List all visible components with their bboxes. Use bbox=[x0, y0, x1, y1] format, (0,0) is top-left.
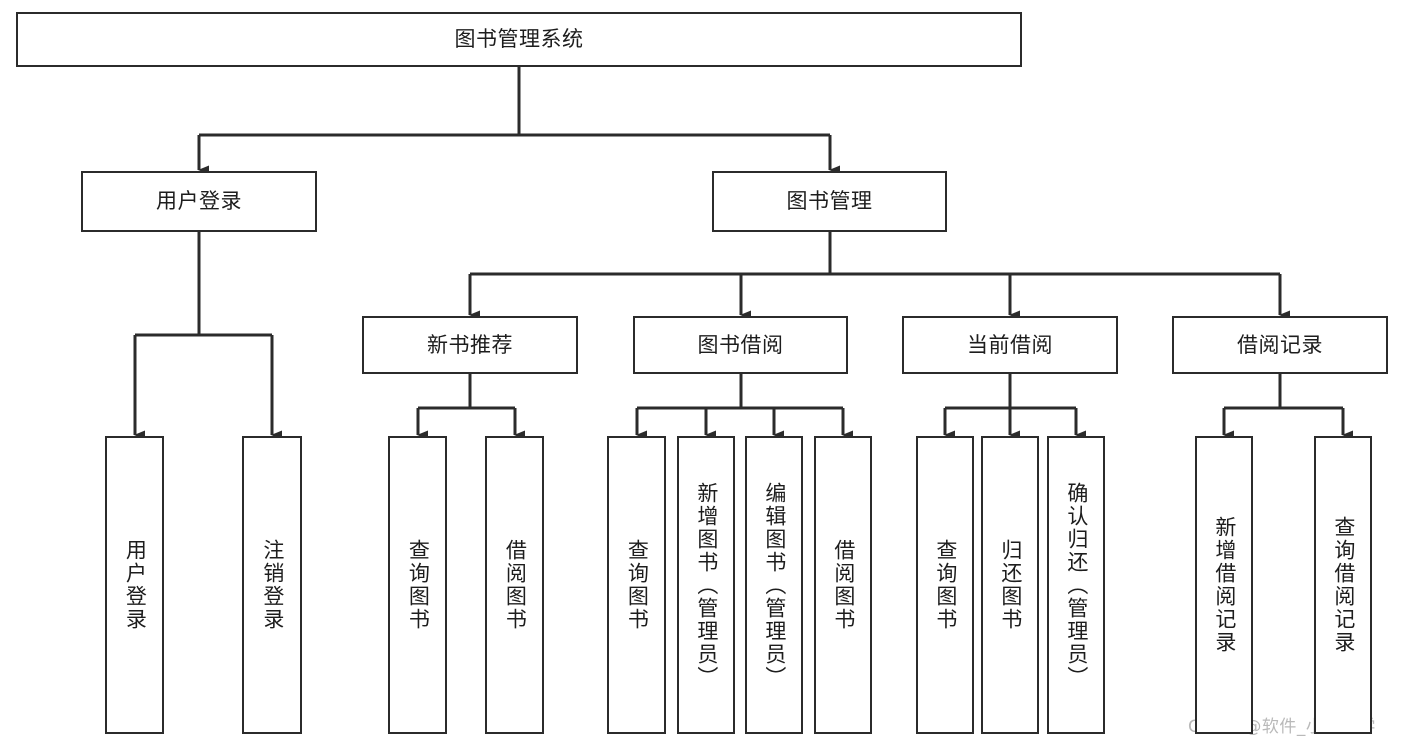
node-label: 用户登录 bbox=[123, 539, 148, 631]
node-label: 当前借阅 bbox=[967, 332, 1053, 357]
node-label: 借阅图书 bbox=[503, 539, 528, 631]
node-label: 图书管理 bbox=[786, 189, 873, 214]
node-new-book-rec[interactable]: 新书推荐 bbox=[362, 316, 578, 374]
node-root[interactable]: 图书管理系统 bbox=[16, 12, 1022, 67]
node-label: 查询图书 bbox=[406, 539, 431, 631]
node-leaf-query-record[interactable]: 查询借阅记录 bbox=[1314, 436, 1372, 734]
node-label: 查询借阅记录 bbox=[1331, 516, 1356, 654]
connector-lines bbox=[133, 67, 1353, 440]
node-label: 新增图书（管理员） bbox=[694, 481, 719, 689]
node-label: 查询图书 bbox=[625, 539, 650, 631]
node-label: 编辑图书（管理员） bbox=[762, 481, 787, 689]
node-label: 用户登录 bbox=[156, 189, 242, 214]
node-user-login[interactable]: 用户登录 bbox=[81, 171, 317, 232]
node-leaf-query-book-1[interactable]: 查询图书 bbox=[388, 436, 447, 734]
node-book-manage[interactable]: 图书管理 bbox=[712, 171, 947, 232]
node-label: 查询图书 bbox=[933, 539, 958, 631]
node-leaf-query-book-2[interactable]: 查询图书 bbox=[607, 436, 666, 734]
node-label: 确认归还（管理员） bbox=[1064, 481, 1089, 689]
node-leaf-user-login[interactable]: 用户登录 bbox=[105, 436, 164, 734]
node-current-borrow[interactable]: 当前借阅 bbox=[902, 316, 1118, 374]
node-leaf-query-book-3[interactable]: 查询图书 bbox=[916, 436, 974, 734]
node-label: 新增借阅记录 bbox=[1212, 516, 1237, 654]
node-leaf-borrow-book-1[interactable]: 借阅图书 bbox=[485, 436, 544, 734]
node-leaf-confirm-return[interactable]: 确认归还（管理员） bbox=[1047, 436, 1105, 734]
node-leaf-borrow-book-2[interactable]: 借阅图书 bbox=[814, 436, 872, 734]
node-book-borrow[interactable]: 图书借阅 bbox=[633, 316, 848, 374]
node-leaf-edit-book[interactable]: 编辑图书（管理员） bbox=[745, 436, 803, 734]
node-leaf-return-book[interactable]: 归还图书 bbox=[981, 436, 1039, 734]
node-label: 新书推荐 bbox=[427, 332, 513, 357]
node-label: 图书借阅 bbox=[697, 332, 784, 357]
node-label: 图书管理系统 bbox=[454, 27, 584, 52]
node-leaf-add-book[interactable]: 新增图书（管理员） bbox=[677, 436, 735, 734]
node-label: 归还图书 bbox=[998, 539, 1023, 631]
node-leaf-logout[interactable]: 注销登录 bbox=[242, 436, 302, 734]
node-label: 注销登录 bbox=[260, 539, 285, 631]
node-borrow-record[interactable]: 借阅记录 bbox=[1172, 316, 1388, 374]
node-label: 借阅记录 bbox=[1237, 332, 1323, 357]
node-leaf-add-record[interactable]: 新增借阅记录 bbox=[1195, 436, 1253, 734]
node-label: 借阅图书 bbox=[831, 539, 856, 631]
